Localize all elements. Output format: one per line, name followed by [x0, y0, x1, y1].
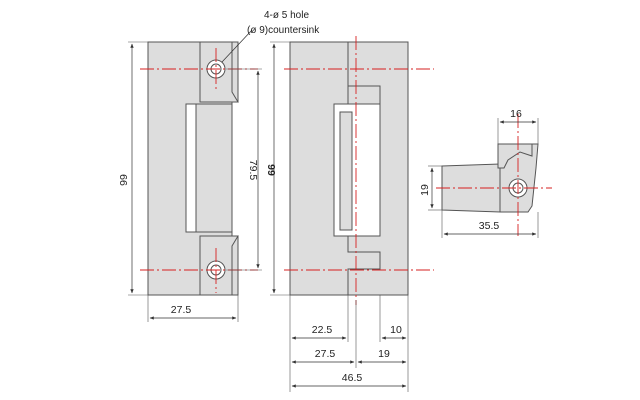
front-width-dim-label: 27.5	[171, 304, 192, 316]
top-dim-16-label: 16	[510, 108, 522, 120]
side-view: 99 22.5 10 27.5 19 46.5	[265, 36, 434, 392]
side-dim-total-label: 46.5	[342, 372, 363, 384]
front-spacing-dim-label: 79.5	[247, 160, 259, 181]
note-leader	[221, 29, 253, 63]
top-view: 16 19 35.5	[419, 108, 552, 238]
side-dim-19-label: 19	[378, 348, 390, 360]
top-dim-19-label: 19	[419, 184, 431, 196]
side-dim-22-5-label: 22.5	[312, 324, 333, 336]
front-view: 4-ø 5 hole (ø 9)countersink 99 79.5 27.5	[118, 10, 320, 322]
top-dim-35-5-label: 35.5	[479, 220, 500, 232]
side-height-dim-label: 99	[265, 164, 277, 176]
side-dim-27-5-label: 27.5	[315, 348, 336, 360]
side-dim-10-label: 10	[390, 324, 402, 336]
front-view-recess	[195, 103, 233, 233]
note-countersink: (ø 9)countersink	[247, 25, 320, 36]
side-view-inner-wall	[339, 111, 353, 231]
side-view-keeper	[347, 85, 381, 105]
top-view-cap	[497, 143, 533, 169]
note-hole-size: 4-ø 5 hole	[264, 10, 309, 21]
front-height-dim-label: 99	[118, 174, 130, 186]
